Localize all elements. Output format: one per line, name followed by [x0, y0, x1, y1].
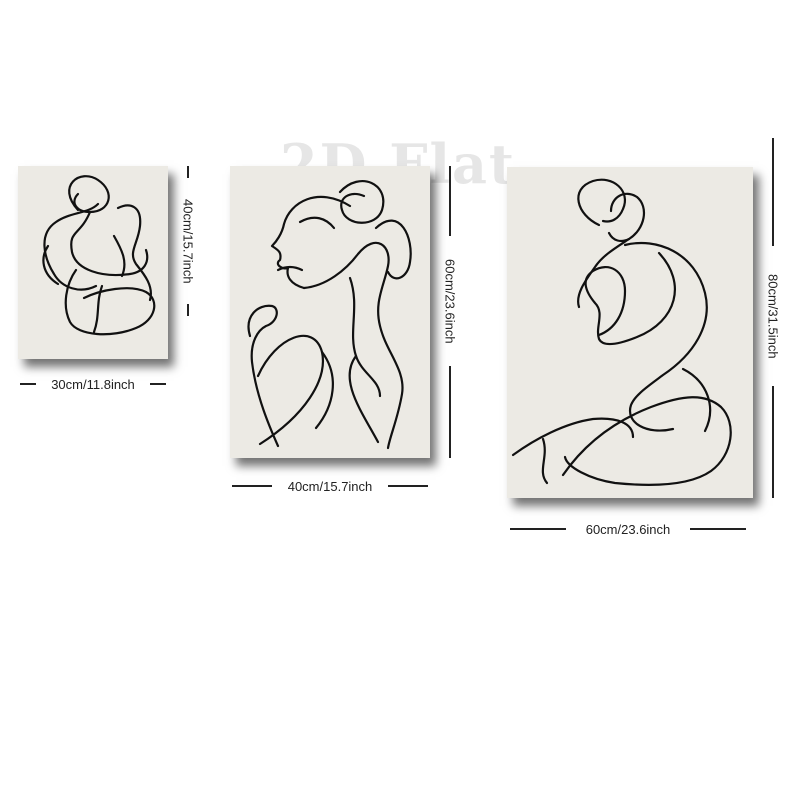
dimension-medium-width: 40cm/15.7inch: [232, 478, 428, 494]
dimension-large-height: 80cm/31.5inch: [765, 138, 781, 498]
dimension-line: [772, 138, 774, 246]
dimension-line: [150, 383, 166, 385]
dimension-small-width: 30cm/11.8inch: [20, 376, 166, 392]
dimension-line: [449, 166, 451, 236]
large-width-label: 60cm/23.6inch: [585, 521, 671, 537]
dimension-line: [772, 386, 774, 498]
medium-width-label: 40cm/15.7inch: [287, 478, 373, 494]
dimension-line: [388, 485, 428, 487]
dimension-line: [187, 166, 189, 178]
large-height-label: 80cm/31.5inch: [765, 273, 781, 359]
dimension-large-width: 60cm/23.6inch: [510, 521, 746, 537]
dimension-line: [449, 366, 451, 458]
dimension-line: [20, 383, 36, 385]
poster-small: [18, 166, 168, 359]
dimension-small-height: 40cm/15.7inch: [180, 166, 196, 316]
dimension-line: [510, 528, 566, 530]
poster-medium: [230, 166, 430, 458]
line-art-face: [247, 180, 412, 450]
small-width-label: 30cm/11.8inch: [51, 376, 135, 392]
dimension-medium-height: 60cm/23.6inch: [442, 166, 458, 458]
dimension-line: [187, 304, 189, 316]
medium-height-label: 60cm/23.6inch: [442, 258, 458, 344]
dimension-line: [690, 528, 746, 530]
line-art-figure: [511, 178, 732, 486]
dimension-line: [232, 485, 272, 487]
poster-large: [507, 167, 753, 498]
line-art-embrace: [42, 175, 156, 336]
small-height-label: 40cm/15.7inch: [180, 198, 196, 284]
